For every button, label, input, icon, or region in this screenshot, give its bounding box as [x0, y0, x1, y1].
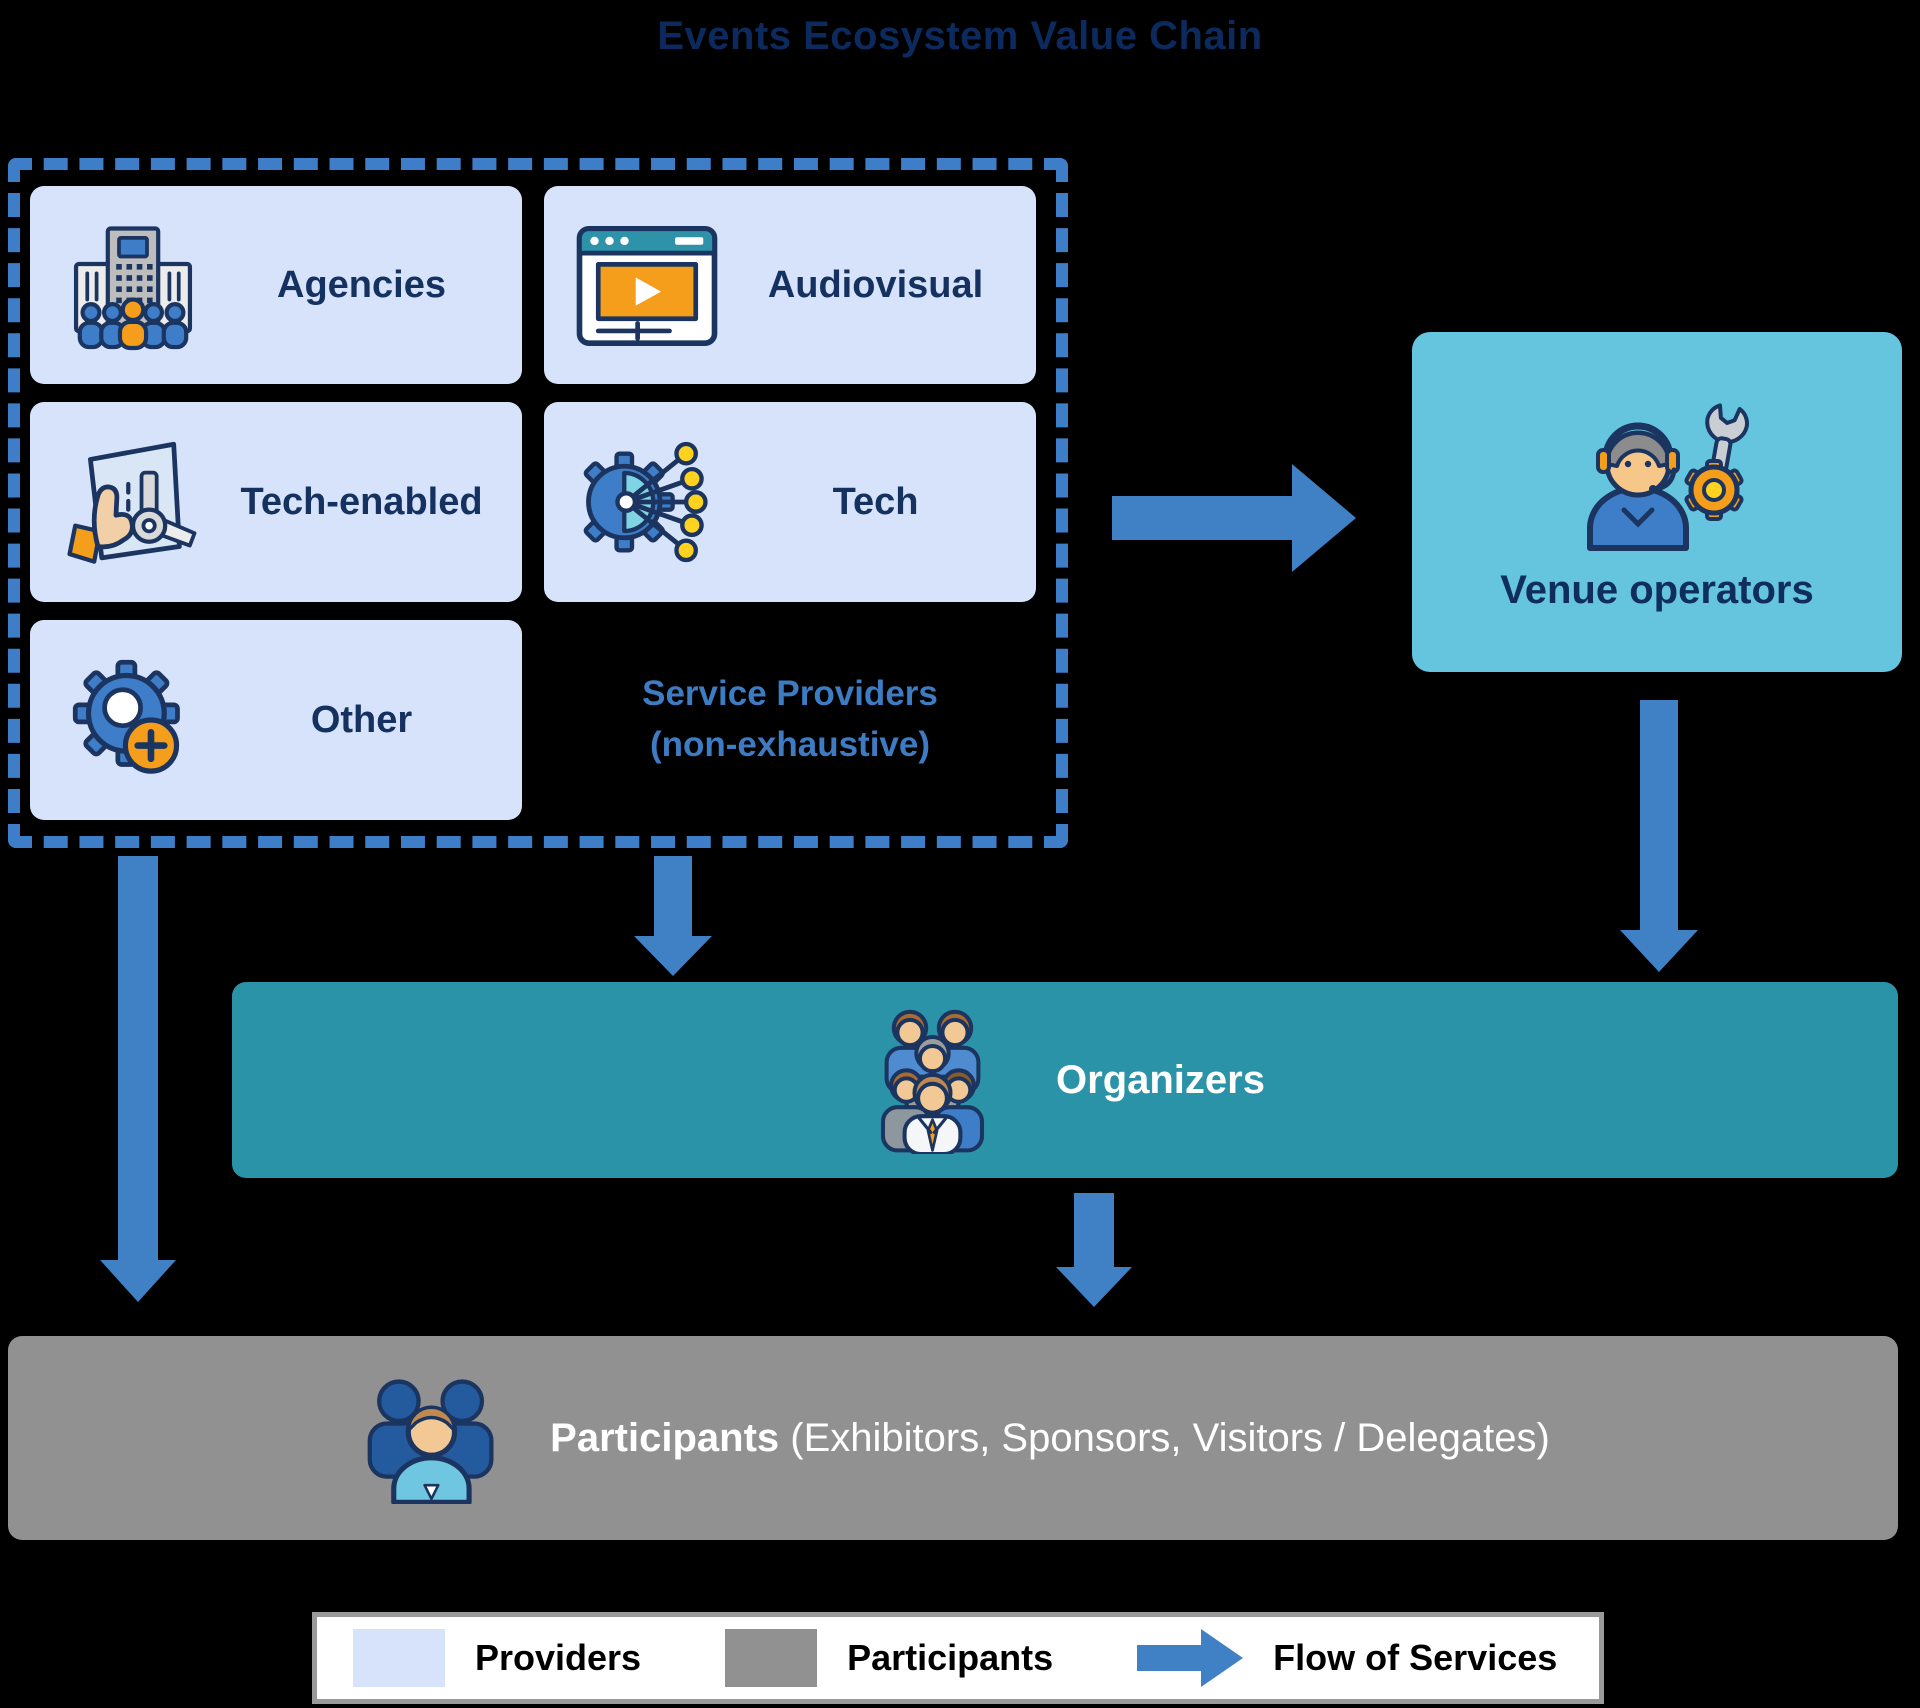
venue-operators-box: Venue operators [1412, 332, 1902, 672]
venue-operator-icon [1562, 391, 1752, 558]
agencies-icon [30, 216, 235, 354]
participants-bar: Participants (Exhibitors, Sponsors, Visi… [8, 1336, 1898, 1540]
legend-item-flow: Flow of Services [1137, 1627, 1557, 1689]
legend: Providers Participants Flow of Services [312, 1612, 1604, 1704]
providers-swatch [353, 1629, 445, 1687]
legend-label-providers: Providers [475, 1637, 642, 1678]
flow-arrow-providers-to-participants [100, 856, 176, 1302]
tech-enabled-icon [30, 431, 235, 573]
tech-icon [544, 434, 749, 570]
participants-label-bold: Participants [550, 1415, 780, 1460]
legend-label-flow: Flow of Services [1273, 1637, 1558, 1678]
organizers-bar: Organizers [232, 982, 1898, 1178]
provider-box-label: Tech-enabled [240, 480, 483, 523]
other-icon [30, 649, 235, 791]
legend-item-providers: Providers [353, 1629, 641, 1687]
provider-box-other: Other [30, 620, 522, 820]
legend-label-participants: Participants [847, 1637, 1054, 1678]
provider-box-label: Other [310, 698, 413, 741]
flow-arrow-providers-to-venue [1112, 464, 1356, 572]
participants-label-rest: (Exhibitors, Sponsors, Visitors / Delega… [779, 1415, 1550, 1460]
service-providers-caption: Service Providers (non-exhaustive) [544, 620, 1036, 820]
provider-box-label: Tech [832, 480, 919, 523]
flow-arrow-providers-to-organizers [634, 856, 712, 976]
provider-box-audiovisual: Audiovisual [544, 186, 1036, 384]
legend-item-participants: Participants [725, 1629, 1053, 1687]
provider-box-agencies: Agencies [30, 186, 522, 384]
provider-box-tech-enabled: Tech-enabled [30, 402, 522, 602]
audiovisual-icon [544, 219, 749, 351]
service-providers-caption-line1: Service Providers [642, 674, 938, 714]
flow-arrow-venue-to-organizers [1620, 700, 1698, 972]
participants-group-icon [356, 1367, 506, 1509]
venue-operators-label: Venue operators [1500, 568, 1814, 612]
service-providers-caption-line2: (non-exhaustive) [649, 725, 931, 764]
provider-box-label: Audiovisual [767, 263, 984, 306]
organizers-label: Organizers [1056, 1057, 1265, 1102]
organizers-group-icon [865, 1001, 1000, 1159]
provider-box-label: Agencies [277, 263, 446, 306]
flow-arrow-icon [1137, 1629, 1244, 1687]
participants-label: Participants (Exhibitors, Sponsors, Visi… [550, 1416, 1550, 1461]
flow-arrow-organizers-to-participants [1056, 1193, 1132, 1307]
page-title: Events Ecosystem Value Chain [657, 14, 1263, 58]
provider-box-tech: Tech [544, 402, 1036, 602]
service-providers-dashed-group [8, 158, 1068, 848]
participants-swatch [725, 1629, 818, 1687]
